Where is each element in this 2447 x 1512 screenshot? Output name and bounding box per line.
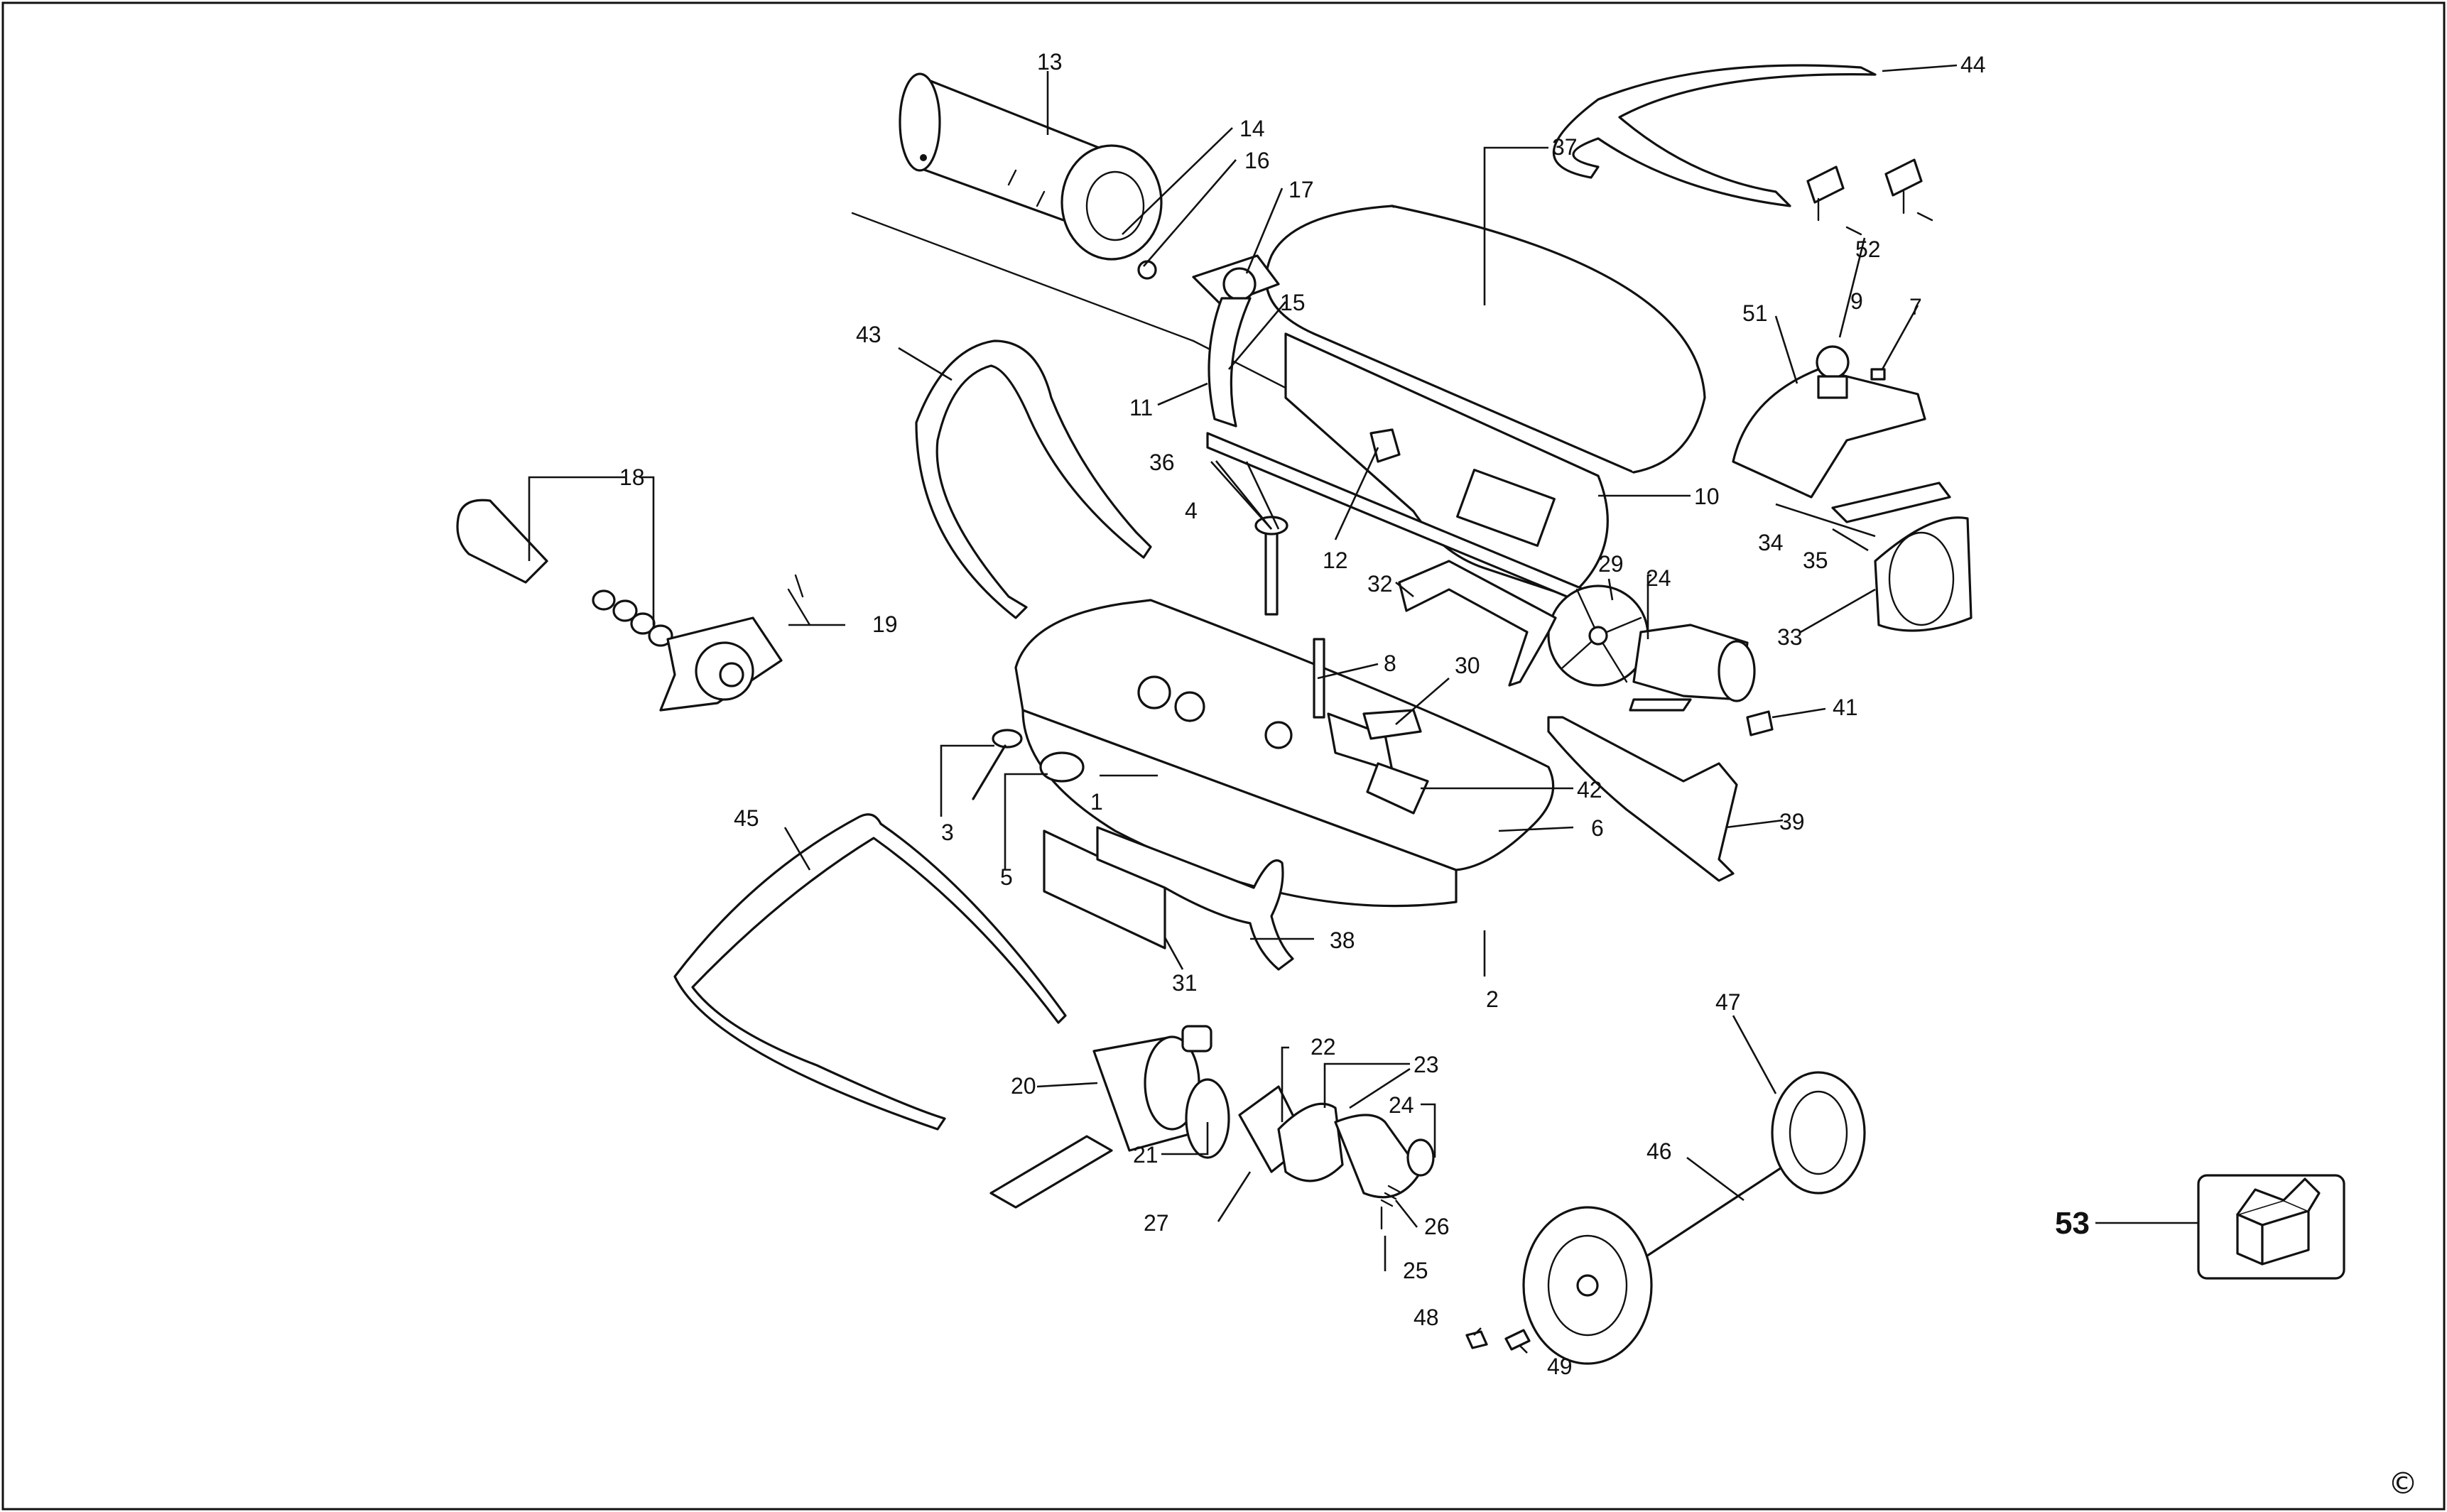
part-label-14: 14: [1239, 116, 1265, 141]
burner-fan-part: [659, 574, 811, 712]
circuit-board-part: [1831, 482, 1951, 523]
fan-blade-part: [1547, 584, 1649, 687]
rear-cover-part: [1732, 345, 1926, 499]
control-box-part: [1362, 709, 1422, 740]
part-label-24-top: 24: [1646, 565, 1671, 591]
nozzle-assembly-part: [456, 499, 673, 647]
part-label-48: 48: [1414, 1305, 1439, 1330]
pin-part: [1504, 1329, 1531, 1351]
part-label-35: 35: [1803, 548, 1828, 573]
rear-handle-part: [1552, 64, 1877, 207]
part-label-53: 53: [2055, 1206, 2090, 1241]
pump-motor-part: [989, 1025, 1212, 1209]
part-label-6: 6: [1591, 815, 1604, 841]
part-label-26: 26: [1424, 1214, 1450, 1239]
part-label-41: 41: [1833, 695, 1858, 720]
part-label-15: 15: [1280, 290, 1306, 315]
part-label-12: 12: [1323, 548, 1348, 573]
part-label-22: 22: [1311, 1034, 1336, 1060]
upper-shell-part: [1264, 205, 1706, 474]
part-label-7: 7: [1909, 294, 1922, 320]
part-label-4: 4: [1185, 498, 1198, 523]
grommet-part: [1746, 710, 1774, 736]
part-label-42: 42: [1577, 777, 1602, 803]
part-label-31: 31: [1172, 970, 1198, 996]
leader-lines: [528, 64, 1958, 1354]
part-label-52: 52: [1855, 236, 1881, 262]
part-labels: 13 14 16 17 15 11 37 44 52 9 7 51 10 34 …: [619, 49, 2090, 1379]
part-label-27: 27: [1144, 1210, 1169, 1236]
part-label-11: 11: [1129, 395, 1153, 420]
part-label-34: 34: [1758, 530, 1784, 555]
motor-part: [1629, 624, 1756, 712]
center-bracket-part: [1398, 560, 1557, 687]
part-label-43: 43: [856, 322, 881, 347]
part-label-21: 21: [1133, 1142, 1159, 1168]
part-label-45: 45: [734, 805, 759, 831]
screw-part: [1380, 1185, 1401, 1207]
part-label-13: 13: [1037, 49, 1063, 75]
part-label-18: 18: [619, 464, 645, 490]
part-label-1: 1: [1090, 789, 1103, 815]
fuel-cap-part: [1039, 751, 1085, 783]
right-support-bracket-part: [1547, 716, 1738, 882]
part-label-19: 19: [872, 611, 898, 637]
part-label-3: 3: [941, 820, 954, 845]
front-handle-part: [673, 813, 1067, 1131]
pump-assembly-part: [1185, 1078, 1435, 1199]
bushing-part: [1465, 1330, 1488, 1349]
part-label-38: 38: [1330, 928, 1355, 953]
part-label-36: 36: [1149, 450, 1175, 475]
part-label-24-bottom: 24: [1389, 1092, 1414, 1118]
lower-shell-part: [1206, 332, 1609, 605]
part-label-2: 2: [1486, 986, 1499, 1012]
part-label-25: 25: [1403, 1258, 1428, 1283]
part-label-44: 44: [1960, 52, 1986, 77]
part-label-10: 10: [1694, 484, 1720, 509]
part-label-23: 23: [1414, 1052, 1439, 1077]
dipstick-part: [972, 729, 1023, 800]
fan-shroud-part: [1874, 516, 1973, 632]
part-label-37: 37: [1552, 134, 1578, 160]
part-label-9: 9: [1850, 288, 1863, 314]
accessory-box-icon: [2197, 1174, 2345, 1280]
burner-fan-assembly-part: [1137, 254, 1280, 428]
part-label-47: 47: [1715, 989, 1741, 1015]
side-handle-part: [915, 339, 1152, 619]
combustion-chamber-part: [899, 72, 1163, 261]
part-label-29: 29: [1598, 551, 1624, 577]
part-label-8: 8: [1384, 651, 1396, 676]
part-label-39: 39: [1779, 809, 1805, 834]
left-panel-part: [1043, 826, 1294, 971]
part-label-49: 49: [1547, 1354, 1573, 1379]
part-label-16: 16: [1244, 148, 1270, 173]
copyright-symbol: ©: [2388, 1466, 2418, 1501]
part-label-46: 46: [1646, 1138, 1672, 1164]
wheel-axle-assembly-part: [1522, 1071, 1866, 1365]
part-label-17: 17: [1288, 177, 1314, 202]
wheel-bracket-hardware-part: [1806, 158, 1933, 236]
fuel-gauge-part: [1254, 516, 1288, 616]
assembly-axis-line: [851, 212, 1195, 342]
part-label-30: 30: [1455, 653, 1480, 678]
part-label-5: 5: [1000, 864, 1013, 890]
fuel-tank-part: [1014, 599, 1555, 908]
part-label-20: 20: [1011, 1073, 1036, 1099]
part-label-32: 32: [1367, 571, 1393, 597]
part-label-33: 33: [1777, 624, 1803, 650]
part-label-51: 51: [1742, 300, 1768, 326]
